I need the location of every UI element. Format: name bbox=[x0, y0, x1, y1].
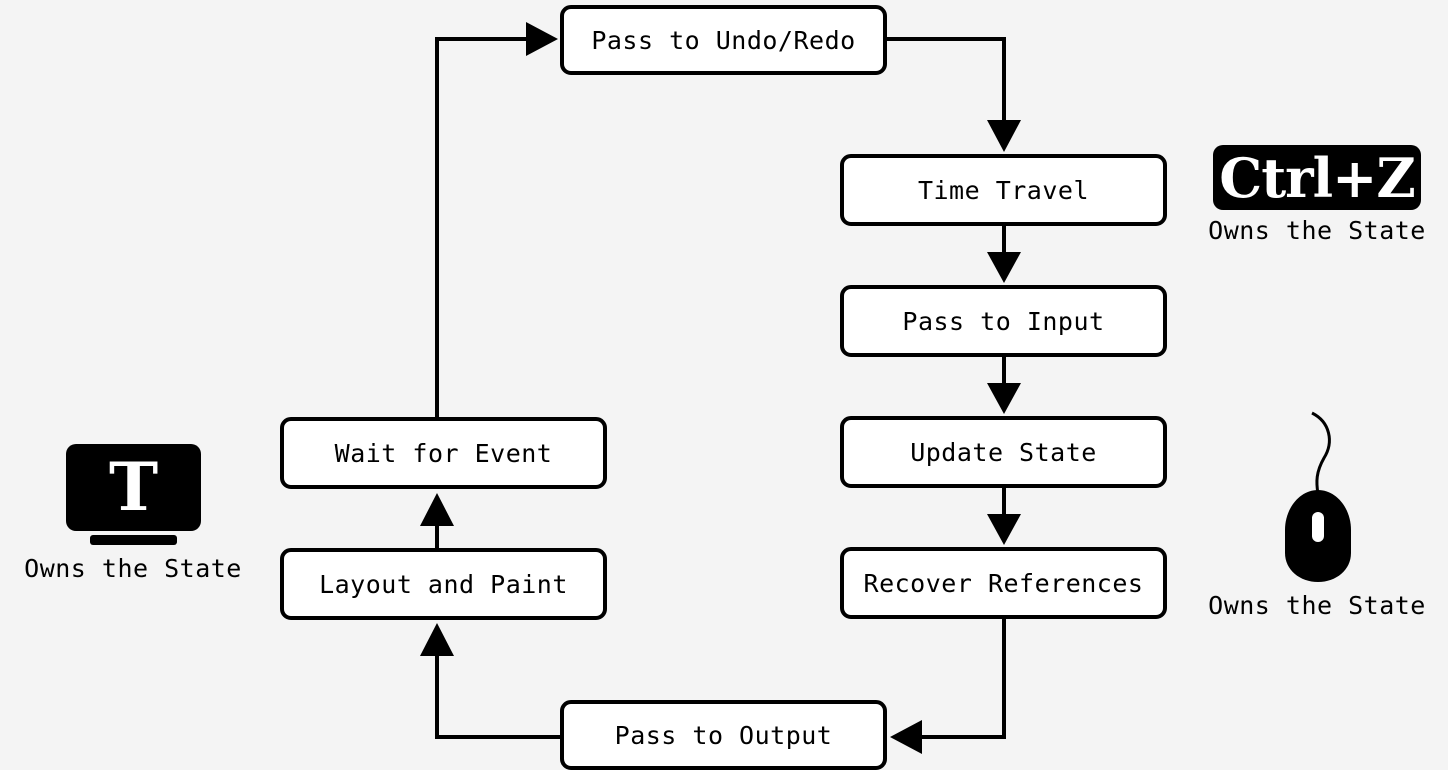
arrowhead-up bbox=[420, 623, 454, 656]
arrowhead-down bbox=[987, 514, 1021, 545]
mouse-icon bbox=[1285, 411, 1351, 582]
node-pass-to-undo-redo: Pass to Undo/Redo bbox=[560, 5, 887, 75]
monitor-glyph: T bbox=[108, 448, 159, 526]
node-time-travel: Time Travel bbox=[840, 154, 1167, 226]
display-owner-caption: Owns the State bbox=[24, 554, 242, 583]
edge-output-to-layout bbox=[435, 656, 560, 739]
arrowhead-down bbox=[987, 120, 1021, 152]
edge-undo-to-timetravel bbox=[887, 37, 1006, 122]
edge-recover-to-output bbox=[922, 619, 1006, 739]
input-owner-caption: Owns the State bbox=[1208, 591, 1426, 620]
node-update-state: Update State bbox=[840, 416, 1167, 488]
node-wait-for-event: Wait for Event bbox=[280, 417, 607, 489]
arrowhead-up bbox=[420, 493, 454, 526]
arrowhead-left bbox=[890, 720, 922, 754]
arrowhead-down bbox=[987, 252, 1021, 283]
undo-redo-owner-caption: Owns the State bbox=[1208, 216, 1426, 245]
arrowhead-right bbox=[526, 22, 558, 56]
ctrl-z-icon: Ctrl+Z bbox=[1213, 145, 1421, 210]
node-layout-and-paint: Layout and Paint bbox=[280, 548, 607, 620]
arrowhead-down bbox=[987, 383, 1021, 414]
monitor-icon bbox=[66, 444, 201, 545]
node-pass-to-output: Pass to Output bbox=[560, 700, 887, 770]
node-pass-to-input: Pass to Input bbox=[840, 285, 1167, 357]
node-recover-references: Recover References bbox=[840, 547, 1167, 619]
edge-wait-to-undo bbox=[435, 37, 530, 417]
